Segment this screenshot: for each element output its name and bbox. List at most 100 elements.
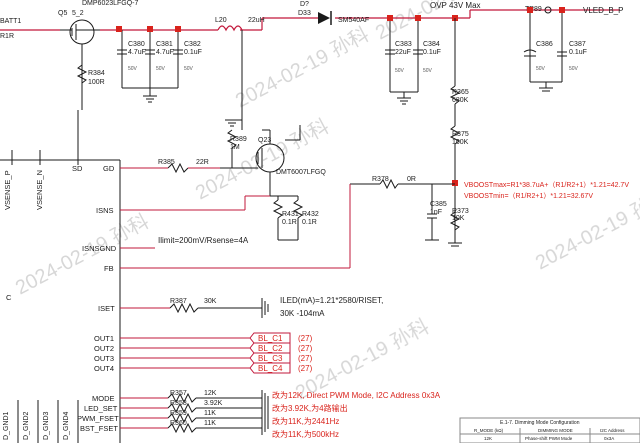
c382-value: 0.1uF: [184, 49, 202, 56]
watermark: 2024-02-19 孙科: [12, 210, 153, 300]
inductor-l20: [217, 25, 243, 32]
r357-value: 12K: [204, 390, 217, 397]
pin-vsense-n: VSENSE_N: [35, 170, 44, 210]
r375-ref: R375: [452, 131, 469, 138]
caps-right-group: [385, 18, 423, 105]
pin-out4: OUT4: [94, 364, 114, 373]
ground-icon: [225, 119, 239, 127]
r431-ref: R431: [282, 211, 299, 218]
r432-ref: R432: [302, 211, 319, 218]
q5-sub: 5_2: [72, 10, 84, 17]
table-header-1: R_MODE (kΩ): [474, 428, 504, 433]
vboost-max-note: VBOOSTmax=R1*38.7uA+（R1/R2+1）*1.21=42.7V: [464, 181, 629, 189]
r359-note: 改为11K,为2441Hz: [272, 416, 339, 426]
c381-ref: C381: [156, 41, 173, 48]
bl-c1-page: (27): [298, 334, 313, 343]
junction-dot: [559, 7, 565, 13]
r387-value: 30K: [204, 298, 217, 305]
pin-iset: ISET: [98, 304, 115, 313]
pin-led-set: LED_SET: [84, 404, 118, 413]
q5-label: Q5: [58, 10, 67, 17]
r360-ref: R360: [170, 420, 187, 427]
diode-d33: [318, 11, 332, 25]
c383-extra: 50V: [395, 68, 405, 74]
caps-far-group: [523, 10, 567, 92]
c383-ref: C383: [395, 41, 412, 48]
table-cell-2: Phase-shift PWM Mode: [525, 436, 573, 441]
pin-vsense-p: VSENSE_P: [3, 170, 12, 210]
resistor-r384: [76, 64, 88, 84]
ilimit-note: Ilimit=200mV/Rsense=4A: [158, 236, 249, 245]
junction-dot: [415, 15, 421, 21]
left-edge-letter: C: [6, 293, 12, 302]
junction-dot: [527, 7, 533, 13]
r359-value: 11K: [204, 410, 216, 417]
table-cell-3: 0x3A: [604, 436, 614, 441]
bl-c2-page: (27): [298, 344, 313, 353]
c382-ref: C382: [184, 41, 201, 48]
bl-c1-net: BL_C1: [258, 334, 283, 343]
sense-resistors: [270, 195, 304, 241]
pin-dgnd1: D_GND1: [3, 411, 10, 440]
r365-ref: R365: [452, 89, 469, 96]
pin-bst-fset: BST_FSET: [80, 424, 118, 433]
r358-note: 改为3.92K,为4路输出: [272, 403, 348, 413]
r358-value: 3.92K: [204, 400, 223, 407]
c384-ref: C384: [423, 41, 440, 48]
res-left: R1R: [0, 33, 14, 40]
r389-value: 1M: [230, 144, 240, 151]
c386-extra: 50V: [536, 66, 546, 72]
c385-ref: C385: [430, 201, 447, 208]
vboost-min-note: VBOOSTmin=（R1/R2+1）*1.21=32.67V: [464, 192, 593, 200]
bl-c3-net: BL_C3: [258, 354, 283, 363]
c387-extra: 50V: [569, 66, 579, 72]
bl-output-arrows: [249, 332, 291, 374]
r360-note: 改为11K,为500kHz: [272, 429, 339, 439]
pin-fb: FB: [104, 264, 114, 273]
ground-icon: [261, 298, 269, 318]
bl-c3-page: (27): [298, 354, 313, 363]
pin-pwm-fset: PWM_FSET: [77, 414, 119, 423]
r373-ref: R373: [452, 208, 469, 215]
net-fragment-1: BATT1: [0, 18, 21, 25]
pin-out1: OUT1: [94, 334, 114, 343]
c384-value: 0.1uF: [423, 49, 441, 56]
r365-value: 680K: [452, 97, 469, 104]
tp-label: TP89: [525, 6, 542, 13]
pin-out3: OUT3: [94, 354, 114, 363]
junction-dot: [175, 26, 181, 32]
pin-sd: SD: [72, 164, 83, 173]
c381-extra: 50V: [156, 66, 166, 72]
r385-value: 22R: [196, 159, 209, 166]
pin-out2: OUT2: [94, 344, 114, 353]
mosfet-q23: [220, 30, 301, 196]
c383-value: 22uF: [395, 49, 411, 56]
pin-dgnd2: D_GND2: [23, 411, 30, 440]
pin-dgnd4: D_GND4: [63, 411, 70, 440]
l20-value: 22uH: [248, 17, 265, 24]
q23-ref: Q23: [258, 137, 271, 144]
r378-value: 0R: [407, 176, 416, 183]
dimming-mode-table: E.1-7. Dimming Mode Configuration R_MODE…: [459, 417, 640, 443]
c380-ref: C380: [128, 41, 145, 48]
watermark: 2024-02-19 孙科: [232, 23, 373, 113]
resistor-r387: [169, 302, 199, 314]
junction-dot: [452, 180, 458, 186]
table-cell-1: 12K: [484, 436, 492, 441]
d33-ref: D33: [298, 10, 311, 17]
mosfet-top-label: DMP6023LFGQ-7: [82, 0, 139, 7]
iset-formula-1: ILED(mA)=1.21*2580/RISET,: [280, 296, 383, 305]
c380-extra: 50V: [128, 66, 138, 72]
r378-ref: R378: [372, 176, 389, 183]
q23-value: DMT6007LFGQ: [276, 169, 326, 176]
config-resistor-network: [167, 390, 269, 435]
ovp-note: OVP 43V Max: [430, 1, 481, 10]
ic-gnd-pins: D_GND1 D_GND2 D_GND3 D_GND4: [3, 400, 79, 443]
r387-ref: R387: [170, 298, 187, 305]
pin-isns: ISNS: [96, 206, 114, 215]
r432-value: 0.1R: [302, 219, 317, 226]
ic-body: [0, 110, 121, 443]
c387-ref: C387: [569, 41, 586, 48]
pin-isnsgnd: ISNSGND: [82, 244, 117, 253]
